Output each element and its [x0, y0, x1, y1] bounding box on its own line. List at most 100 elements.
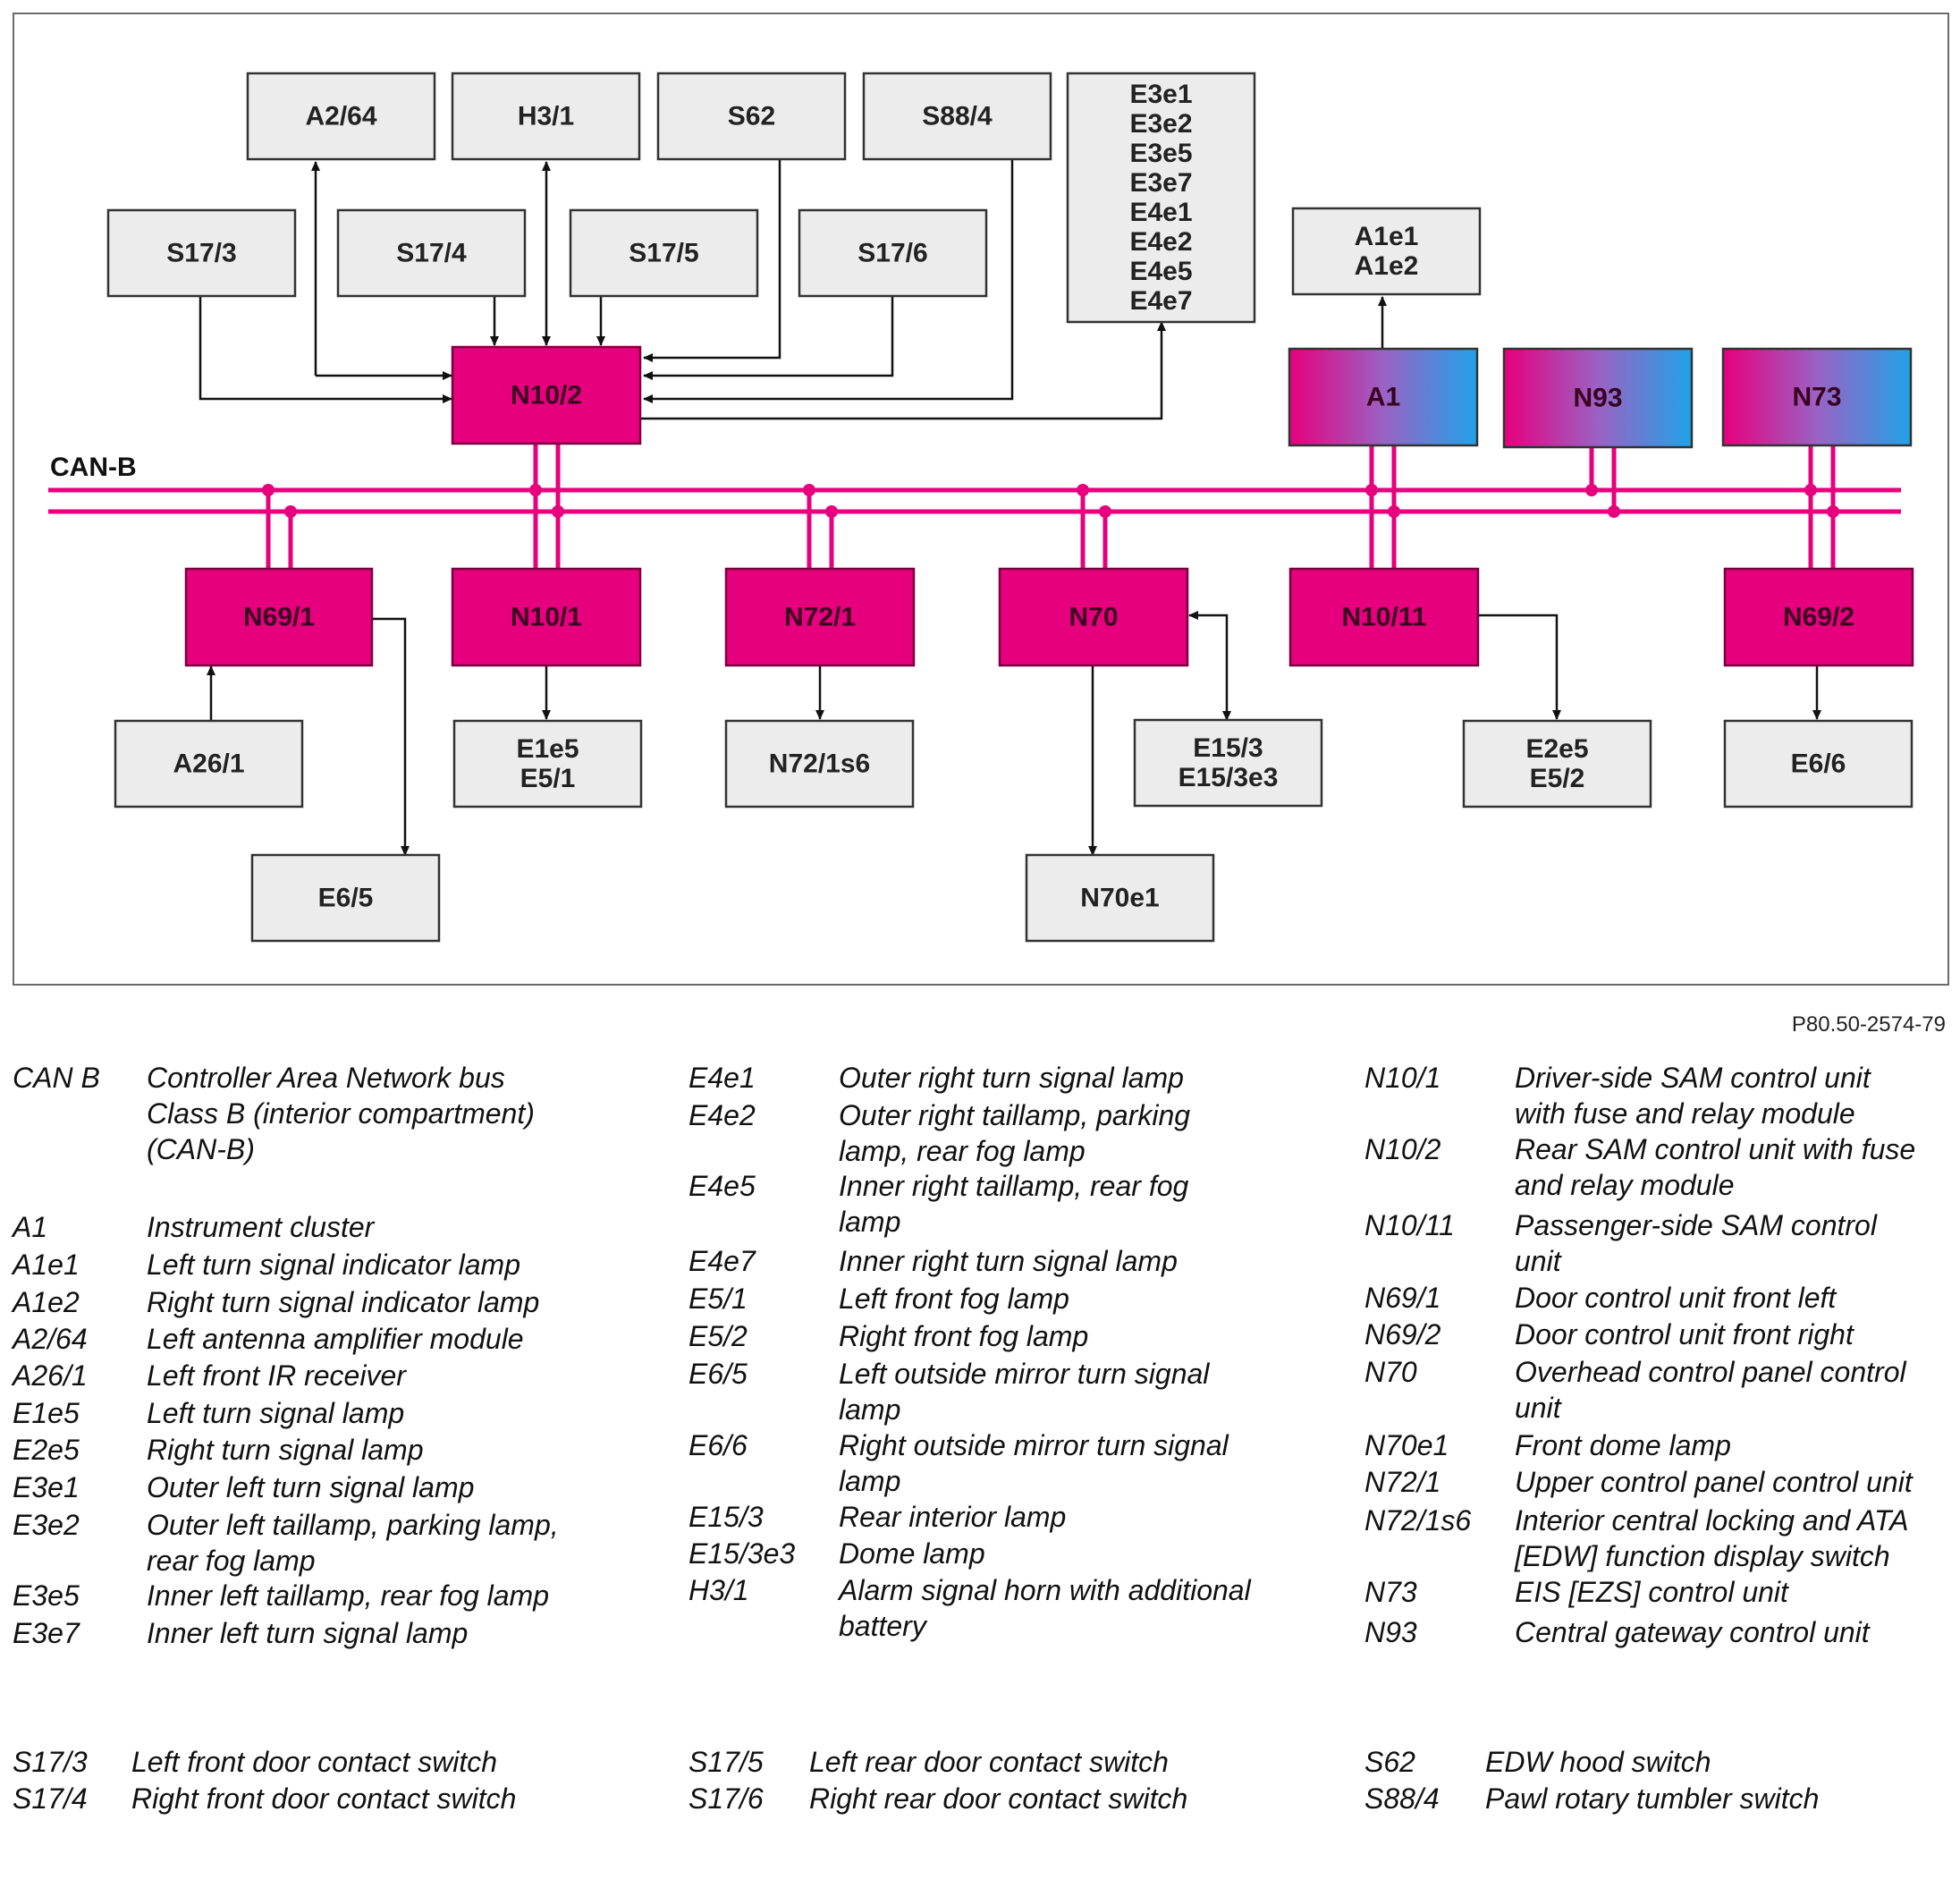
box-label: E5/2 — [1530, 764, 1585, 793]
box-a2-64: A2/64 — [246, 72, 436, 161]
legend-description: Right rear door contact switch — [809, 1782, 1188, 1815]
legend-code: CAN B — [13, 1062, 100, 1094]
legend-code: E1e5 — [13, 1397, 80, 1429]
legend-code: N72/1 — [1364, 1466, 1441, 1498]
legend-description: Interior central locking and ATA [EDW] f… — [1515, 1504, 1909, 1572]
legend-code: N73 — [1364, 1576, 1417, 1608]
legend-code: N93 — [1364, 1616, 1417, 1648]
legend-description: Pawl rotary tumbler switch — [1485, 1782, 1820, 1815]
box-label: N69/2 — [1783, 603, 1854, 632]
box-label: E3e1 — [1129, 80, 1192, 109]
box-label: E2e5 — [1525, 734, 1588, 764]
box-n10-1: N10/1 — [451, 567, 642, 667]
legend-description: Left front IR receiver — [147, 1359, 406, 1392]
box-s88-4: S88/4 — [862, 72, 1052, 161]
legend-code: N70e1 — [1364, 1429, 1449, 1461]
box-label: N93 — [1573, 384, 1622, 413]
legend-code: E15/3 — [689, 1501, 764, 1533]
legend-code: S17/6 — [689, 1782, 764, 1815]
legend-description: Left front fog lamp — [839, 1283, 1069, 1315]
box-label: E4e7 — [1129, 286, 1192, 316]
legend-description: Right turn signal lamp — [147, 1434, 424, 1466]
box-label: A1e2 — [1355, 251, 1419, 281]
legend-code: N69/1 — [1364, 1282, 1441, 1314]
legend-code: E3e1 — [13, 1471, 80, 1503]
box-label: E4e5 — [1129, 257, 1192, 286]
legend-description: Rear SAM control unit with fuse and rela… — [1515, 1133, 1916, 1201]
bus-junction-dots — [262, 484, 1839, 518]
box-n73: N73 — [1721, 347, 1913, 447]
legend-description: Left front door contact switch — [131, 1746, 498, 1778]
legend-description: Central gateway control unit — [1515, 1616, 1870, 1648]
box-label: H3/1 — [518, 102, 574, 131]
box-label: A1 — [1366, 383, 1400, 412]
box-label: E4e1 — [1129, 198, 1192, 227]
legend-description: EIS [EZS] control unit — [1515, 1576, 1788, 1608]
box-label: N72/1 — [784, 603, 856, 632]
legend-entry: N10/11 Passenger-side SAM control unit — [1364, 1207, 1960, 1315]
box-n69-1: N69/1 — [184, 567, 374, 667]
legend-code: S17/5 — [689, 1746, 764, 1778]
box-label: S62 — [728, 102, 775, 131]
box-label: E4e2 — [1129, 227, 1192, 257]
box-label: E6/6 — [1791, 749, 1846, 779]
legend-code: A1e2 — [13, 1286, 80, 1318]
legend-code: N10/11 — [1364, 1209, 1455, 1241]
box-label: S88/4 — [922, 102, 993, 131]
legend-code: E3e5 — [13, 1579, 80, 1612]
legend-description: Driver-side SAM control unit with fuse a… — [1515, 1062, 1871, 1130]
box-n69-2: N69/2 — [1723, 567, 1914, 667]
legend-code: E6/6 — [689, 1429, 748, 1461]
box-label: E6/5 — [318, 884, 374, 913]
legend-description: Inner left taillamp, rear fog lamp — [147, 1579, 549, 1612]
legend-code: N70 — [1364, 1356, 1417, 1388]
legend-entry: N73 EIS [EZS] control unit — [1364, 1574, 1960, 1681]
legend-code: E5/1 — [689, 1283, 748, 1315]
box-label: E3e5 — [1129, 139, 1192, 168]
box-label: S17/3 — [166, 239, 236, 268]
box-label: S17/4 — [396, 239, 467, 268]
legend-description: Passenger-side SAM control unit — [1515, 1209, 1877, 1277]
legend-description: Inner right turn signal lamp — [839, 1245, 1178, 1277]
legend-code: E4e1 — [689, 1062, 756, 1094]
legend-entry: S88/4 Pawl rotary tumbler switch — [1364, 1781, 1960, 1888]
legend-description: Left outside mirror turn signal lamp — [839, 1358, 1210, 1426]
legend-description: Outer left turn signal lamp — [147, 1471, 475, 1503]
legend-description: Dome lamp — [839, 1537, 985, 1570]
legend-code: H3/1 — [689, 1574, 749, 1606]
legend-code: N72/1s6 — [1364, 1504, 1472, 1537]
legend-code: S62 — [1364, 1746, 1415, 1778]
box-a26-1: A26/1 — [114, 719, 304, 809]
box-n70: N70 — [998, 567, 1189, 667]
legend-entry: E3e5 Inner left taillamp, rear fog lamp — [13, 1578, 683, 1685]
can-b-block-diagram: CAN-B — [48, 72, 1914, 943]
box-label: A1e1 — [1355, 222, 1419, 251]
legend-description: Left antenna amplifier module — [147, 1323, 524, 1355]
legend-code: E4e7 — [689, 1245, 756, 1277]
can-b-label: CAN-B — [50, 453, 137, 482]
legend-entry: E4e7 Inner right turn signal lamp — [689, 1243, 1359, 1350]
legend-description: Inner left turn signal lamp — [147, 1617, 469, 1649]
legend-code: S88/4 — [1364, 1782, 1440, 1815]
can-b-bus: CAN-B — [48, 453, 1901, 514]
box-s62: S62 — [656, 72, 847, 161]
legend-entry: E5/1 Left front fog lamp — [689, 1281, 1359, 1388]
legend-description: Instrument cluster — [147, 1211, 375, 1243]
